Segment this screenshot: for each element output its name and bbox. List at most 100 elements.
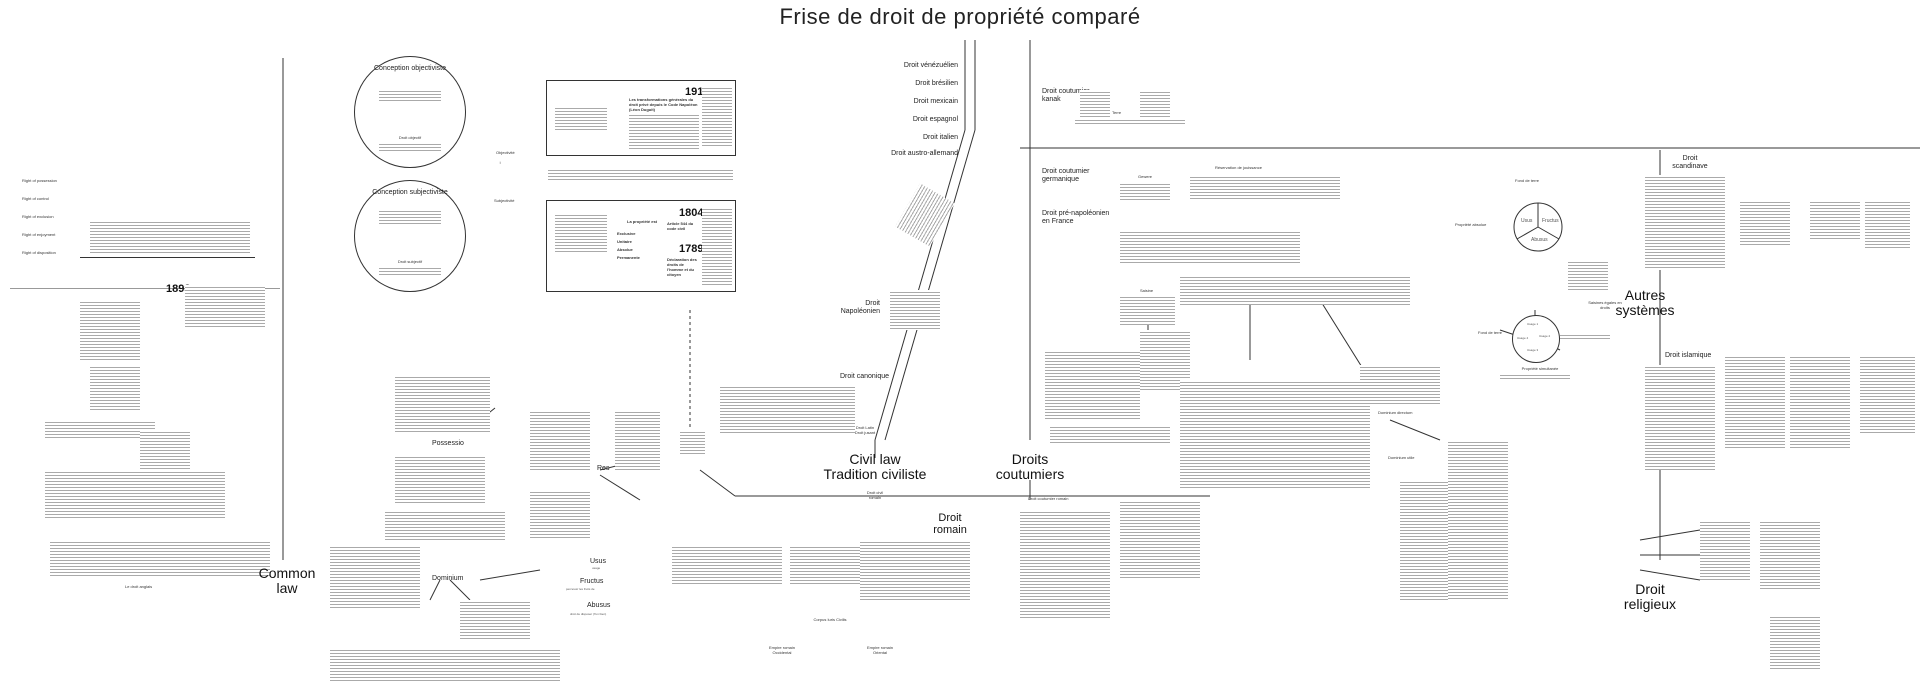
box-1912-right: [702, 86, 732, 148]
justinien-label: Corpus Iuris Civilis: [813, 617, 847, 622]
kanak-bottom: [1075, 118, 1185, 126]
year-1789: 1789: [679, 243, 704, 255]
islamique-text-3: [1790, 355, 1850, 450]
scandinave-right: [1865, 200, 1910, 250]
box-1912: 1912 Les transformations générales du dr…: [546, 80, 736, 156]
civil-law-label: Civil law Tradition civiliste: [823, 451, 927, 482]
kanak-left: [1080, 90, 1110, 120]
roman-table: [672, 545, 782, 585]
country-label: Droit espagnol: [912, 116, 958, 123]
box-1804-1789: La propriété est Exclusive Unitaire Abso…: [546, 200, 736, 292]
scandinave-text: [1645, 175, 1725, 270]
fond-de-terre-label: Fond de terre: [1515, 178, 1540, 183]
droit-subjectif-label: Droit subjectif: [397, 259, 423, 264]
usus-sub: usage: [592, 566, 601, 570]
droit-religieux-label: Droit religieux: [1623, 581, 1677, 612]
dominium-right: [460, 600, 530, 640]
text-1912: Les transformations générales du droit p…: [629, 97, 698, 112]
attribute-label: Permanente: [617, 255, 640, 260]
box-1804-left: [555, 213, 607, 253]
attribute-label: Exclusive: [617, 231, 636, 236]
usage4-label: Usage 4: [1517, 336, 1529, 340]
civil-countries-list: Droit vénézuélien Droit brésilien Droit …: [888, 62, 958, 158]
right-label: Right of enjoyment: [22, 232, 56, 237]
country-label: Droit austro-allemand: [891, 150, 958, 157]
subjectivite-label: Subjectivité: [494, 198, 515, 203]
propriete-absolue-label: Propriété absolue: [1455, 222, 1487, 227]
box-1804-right: [702, 207, 732, 285]
scandinave-tree: [1740, 200, 1790, 245]
usus-label: Usus: [1521, 218, 1533, 224]
reservation-label: Réservation de jouissance: [1215, 165, 1262, 170]
droit-civil-romain-label: Droit civil romain: [866, 490, 884, 500]
droit-subjectif-text: [379, 266, 441, 275]
islamique-text-1: [1645, 365, 1715, 470]
droit-objectif-text: [379, 142, 441, 151]
fructus-sub: percevoir les fruits de: [566, 587, 595, 591]
country-label: Droit brésilien: [915, 80, 958, 87]
attribute-label: Absolue: [617, 247, 633, 252]
coutumier-text-2: [1050, 425, 1170, 445]
fructus-label: Fructus: [580, 578, 604, 585]
scandinave-list: [1810, 200, 1860, 240]
dominium-left: [330, 545, 420, 610]
coutumier-romain-label: Droit coutumier romain: [1028, 496, 1069, 501]
empire-occidental-label: Empire romain Occidental: [768, 645, 795, 655]
droits-coutumiers-label: Droits coutumiers: [995, 451, 1065, 482]
divider: [10, 288, 280, 289]
kanak-label: Droit coutumier kanak: [1042, 88, 1090, 103]
possessio-tree: [395, 375, 490, 433]
conception-subjectiviste-title: Conception subjectiviste: [372, 189, 448, 196]
gewere-text: [1120, 182, 1170, 200]
box-1912-text-left: [555, 106, 607, 130]
fond-de-terre-2-label: Fond de terre: [1478, 330, 1503, 335]
coutumier-romain-text-2: [1120, 500, 1200, 580]
kanak-right: [1140, 90, 1170, 120]
usage3-label: Usage 3: [1527, 348, 1539, 352]
possessio-label: Possessio: [432, 440, 464, 447]
usus-label: Usus: [590, 558, 606, 565]
res-label: Res: [597, 465, 610, 472]
saisine-text: [1120, 295, 1175, 325]
text-block: [45, 420, 155, 440]
dominium-directum-label: Dominium directum: [1378, 410, 1413, 415]
roman-text-right: [860, 540, 970, 600]
text-block: [145, 470, 225, 520]
conception-subjectiviste-circle: Conception subjectiviste Droit subjectif: [354, 180, 466, 292]
droit-canonique-label: Droit canonique: [840, 373, 890, 380]
droit-romain-label: Droit romain: [933, 512, 967, 536]
dominium-utile-label: Dominium utile: [1388, 455, 1415, 460]
empire-oriental-label: Empire romain Oriental: [866, 645, 893, 655]
objectivite-label: Objectivité: [496, 150, 515, 155]
possessio-detail: [385, 510, 505, 540]
text-block: [45, 470, 155, 520]
terre-label: Terre: [1112, 110, 1122, 115]
usage1-label: Usage 1: [1527, 322, 1539, 326]
year-1804: 1804: [679, 207, 704, 219]
country-label: Droit vénézuélien: [903, 62, 958, 69]
droit-anglais-label: Le droit anglais: [125, 584, 153, 589]
religieux-list: [1760, 520, 1820, 590]
dominium-tree: [1180, 380, 1370, 490]
napoleonien-list: [890, 290, 940, 330]
religieux-tree: [1700, 520, 1750, 580]
propriete-est-label: La propriété est: [627, 219, 658, 224]
pre-napoleonien-label: Droit pré-napoléonien en France: [1042, 210, 1110, 225]
dominium-bottom: [330, 648, 560, 683]
abusus-label: Abusus: [1531, 237, 1548, 243]
attribute-label: Unitaire: [617, 239, 632, 244]
fructus-label: Fructus: [1542, 218, 1559, 224]
usage-circle: Usage 1 Usage 2 Usage 3 Usage 4: [1512, 315, 1560, 363]
islamique-text-2: [1725, 355, 1785, 450]
res-tree-right: [615, 410, 660, 470]
text-block: [90, 365, 140, 410]
reservation-text: [1190, 175, 1340, 200]
year-1893: 1893: [166, 283, 191, 295]
droit-napoleonien-label: Droit Napoléonien: [840, 300, 880, 315]
coutumier-romain-text: [1020, 510, 1110, 620]
page-title: Frise de droit de propriété comparé: [779, 4, 1141, 29]
rights-list: Right of possession Right of control Rig…: [22, 178, 82, 255]
box-1912-body: [629, 113, 699, 149]
text-1893: [185, 285, 265, 329]
text-1789: Déclaration des droits de l'homme et du …: [667, 257, 697, 277]
